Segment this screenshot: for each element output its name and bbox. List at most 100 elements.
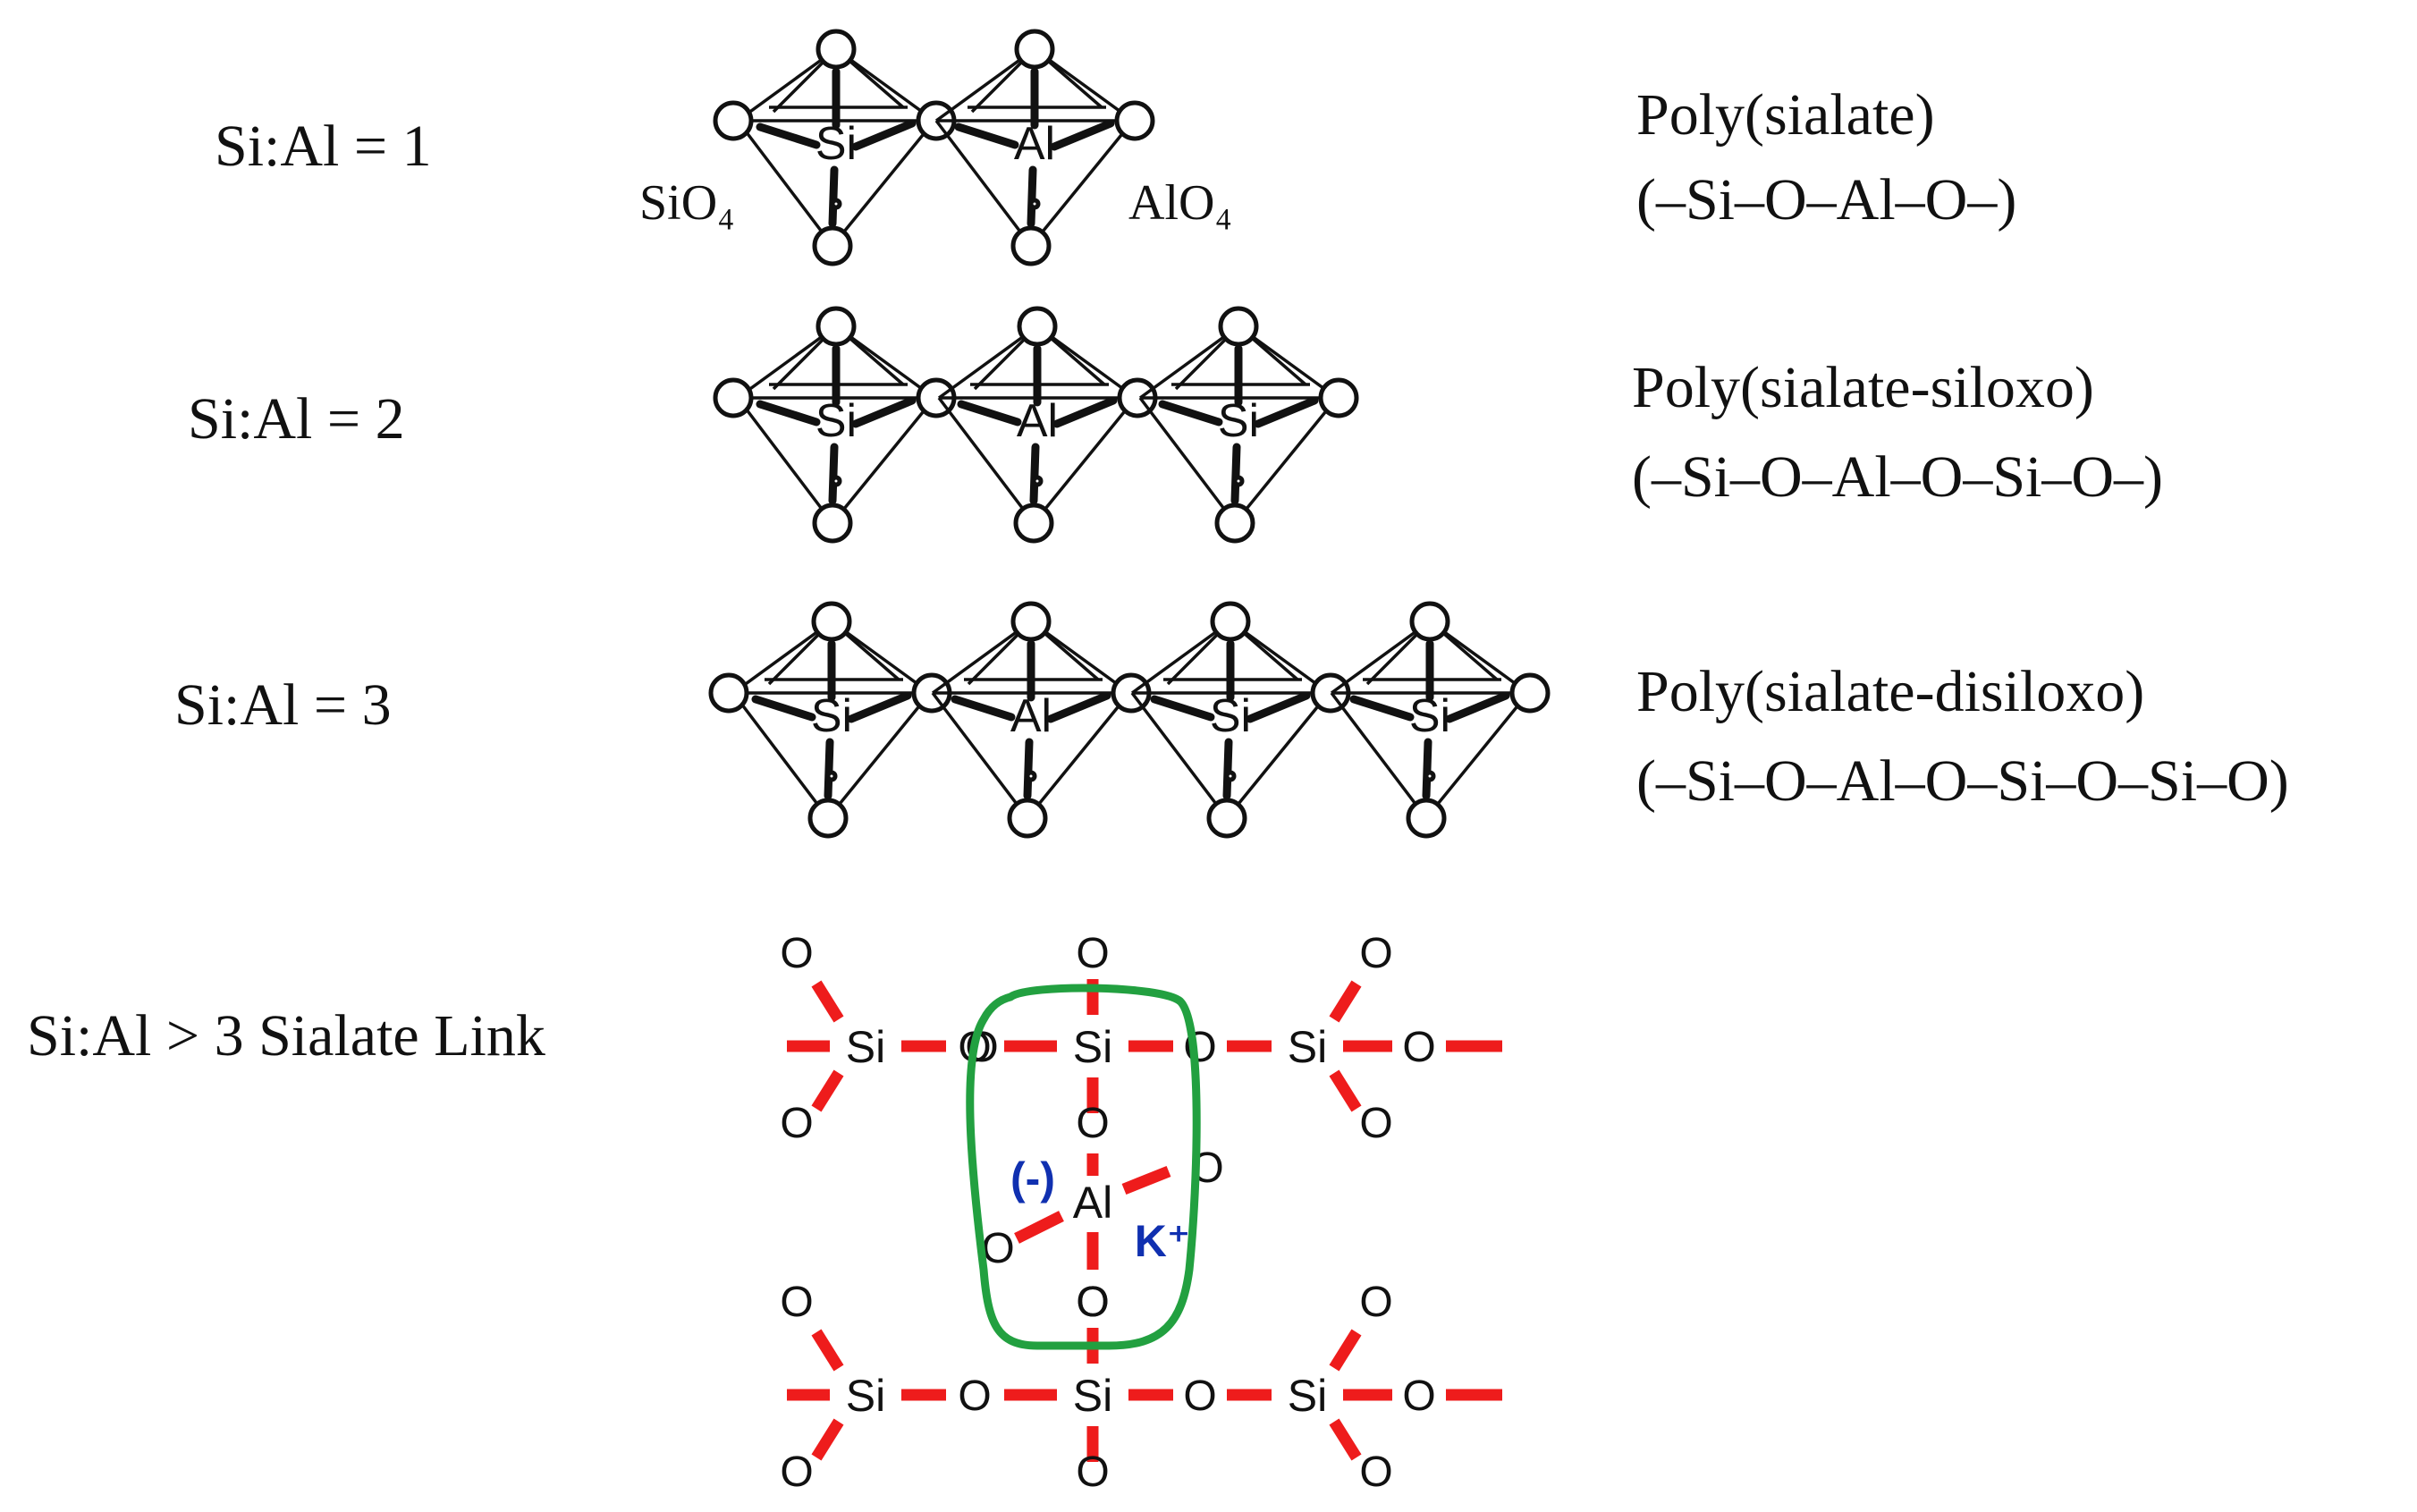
al-o-bond [1121,1165,1171,1195]
network-oxygen: O [780,930,813,977]
tetrahedron-edge [834,325,936,400]
central-atom-al: Al [1014,118,1055,170]
tetrahedron-edge [1237,325,1339,400]
network-oxygen: O [1359,1279,1392,1326]
tetrahedron-edge [937,396,1035,525]
central-atom-si: Si [816,395,857,447]
central-atom-al: Al [1010,690,1052,742]
oxygen-atom [816,306,857,347]
si-o-bond [1150,695,1215,722]
tetrahedron-edge [736,325,838,400]
alo4-unit-label: AlO₄ [1128,175,1232,231]
network-al-atom: Al [1073,1178,1112,1228]
si-o-bond [1254,396,1319,428]
si-o-bond [1422,738,1432,800]
tetrahedron-edge [736,119,834,248]
network-bond [1329,980,1362,1023]
network-oxygen: O [780,1100,813,1147]
oxygen-atom [811,601,852,642]
oxygen-hint [1025,770,1037,782]
tetrahedron-al: Al [934,29,1155,266]
si-o-bond [954,122,1019,149]
si-o-bond [951,695,1016,722]
si-o-bond [1046,691,1111,723]
oxygen-atom [1114,100,1155,141]
tetrahedron-edge [1029,119,1135,248]
oxygen-atom [1210,601,1251,642]
oxygen-atom [1406,798,1447,839]
si-o-bond [1445,691,1510,723]
polymer-formula-3: (–Si–O–Al–O–Si–O–Si–O) [1636,748,2289,814]
oxygen-atom [1007,798,1048,839]
tetrahedron-edge [931,620,1033,695]
network-oxygen: O [1076,1279,1109,1326]
si-o-bond [1050,119,1115,151]
network-bond [1329,1418,1362,1461]
network-oxygen: O [1183,1373,1216,1420]
si-o-bond [847,691,912,723]
oxygen-atom [713,377,754,418]
network-oxygen: O [1359,1449,1392,1496]
tetrahedron-edge [831,396,936,525]
tetrahedron-edge [1035,325,1137,400]
oxygen-atom [713,100,754,141]
oxygen-atom [1214,503,1255,544]
tetrahedron-edge [834,47,936,122]
oxygen-atom [1010,225,1052,266]
oxygen-atom [812,503,853,544]
tetrahedron-edge [1130,691,1229,820]
si-o-bond [1158,400,1223,427]
network-oxygen: O [1076,1449,1109,1496]
si-o-bond [1222,738,1233,800]
ratio-label-4: Si:Al > 3 Sialate Link [27,1003,545,1069]
si-o-bond [756,122,821,149]
tetrahedron-edge [934,119,1033,248]
tetrahedron-edge [1225,691,1331,820]
oxygen-atom [816,29,857,70]
central-atom-si: Si [816,118,857,170]
network-bond [1329,1069,1362,1112]
network-si-atom: Si [1288,1022,1327,1072]
network-oxygen: O [1076,1100,1109,1147]
oxygen-atom [708,672,749,714]
tetrahedron-al: Al [931,601,1152,839]
network-oxygen: O [1076,930,1109,977]
tetrahedron-al: Al [937,306,1158,544]
oxygen-atom [1318,377,1359,418]
tetrahedron-si: Si [713,29,957,266]
si-o-bond [1029,443,1040,505]
oxygen-hint [1232,475,1245,487]
oxygen-hint [1224,770,1237,782]
si-o-bond [1246,691,1311,723]
oxygen-atom [1010,601,1052,642]
tetrahedron-edge [1330,620,1432,695]
al-o-bond [1014,1211,1064,1244]
si-o-bond [751,695,816,722]
ratio-label-2: Si:Al = 2 [188,386,405,452]
network-si-atom: Si [846,1022,885,1072]
negative-charge-label: (-) [1010,1153,1055,1204]
oxygen-atom [1509,672,1551,714]
polymer-name-1: Poly(sialate) [1636,82,1935,148]
ratio-label-3: Si:Al = 3 [174,672,392,738]
sio4-unit-label: SiO₄ [639,175,735,231]
tetrahedron-edge [1130,620,1232,695]
network-bond [811,1418,844,1461]
si-o-bond [828,443,839,505]
tetrahedron-edge [1233,396,1339,525]
tetrahedron-edge [736,47,838,122]
tetrahedron-edge [1026,691,1131,820]
tetrahedron-edge [937,325,1039,400]
tetrahedron-edge [1029,620,1131,695]
oxygen-atom [1206,798,1247,839]
oxygen-hint [1424,770,1436,782]
polymer-name-2: Poly(sialate-siloxo) [1632,355,2094,420]
tetrahedron-edge [1229,620,1331,695]
si-o-bond [1052,396,1118,428]
si-o-bond [1023,738,1034,800]
oxygen-atom [807,798,849,839]
tetrahedron-edge [731,691,830,820]
central-atom-si: Si [811,690,852,742]
